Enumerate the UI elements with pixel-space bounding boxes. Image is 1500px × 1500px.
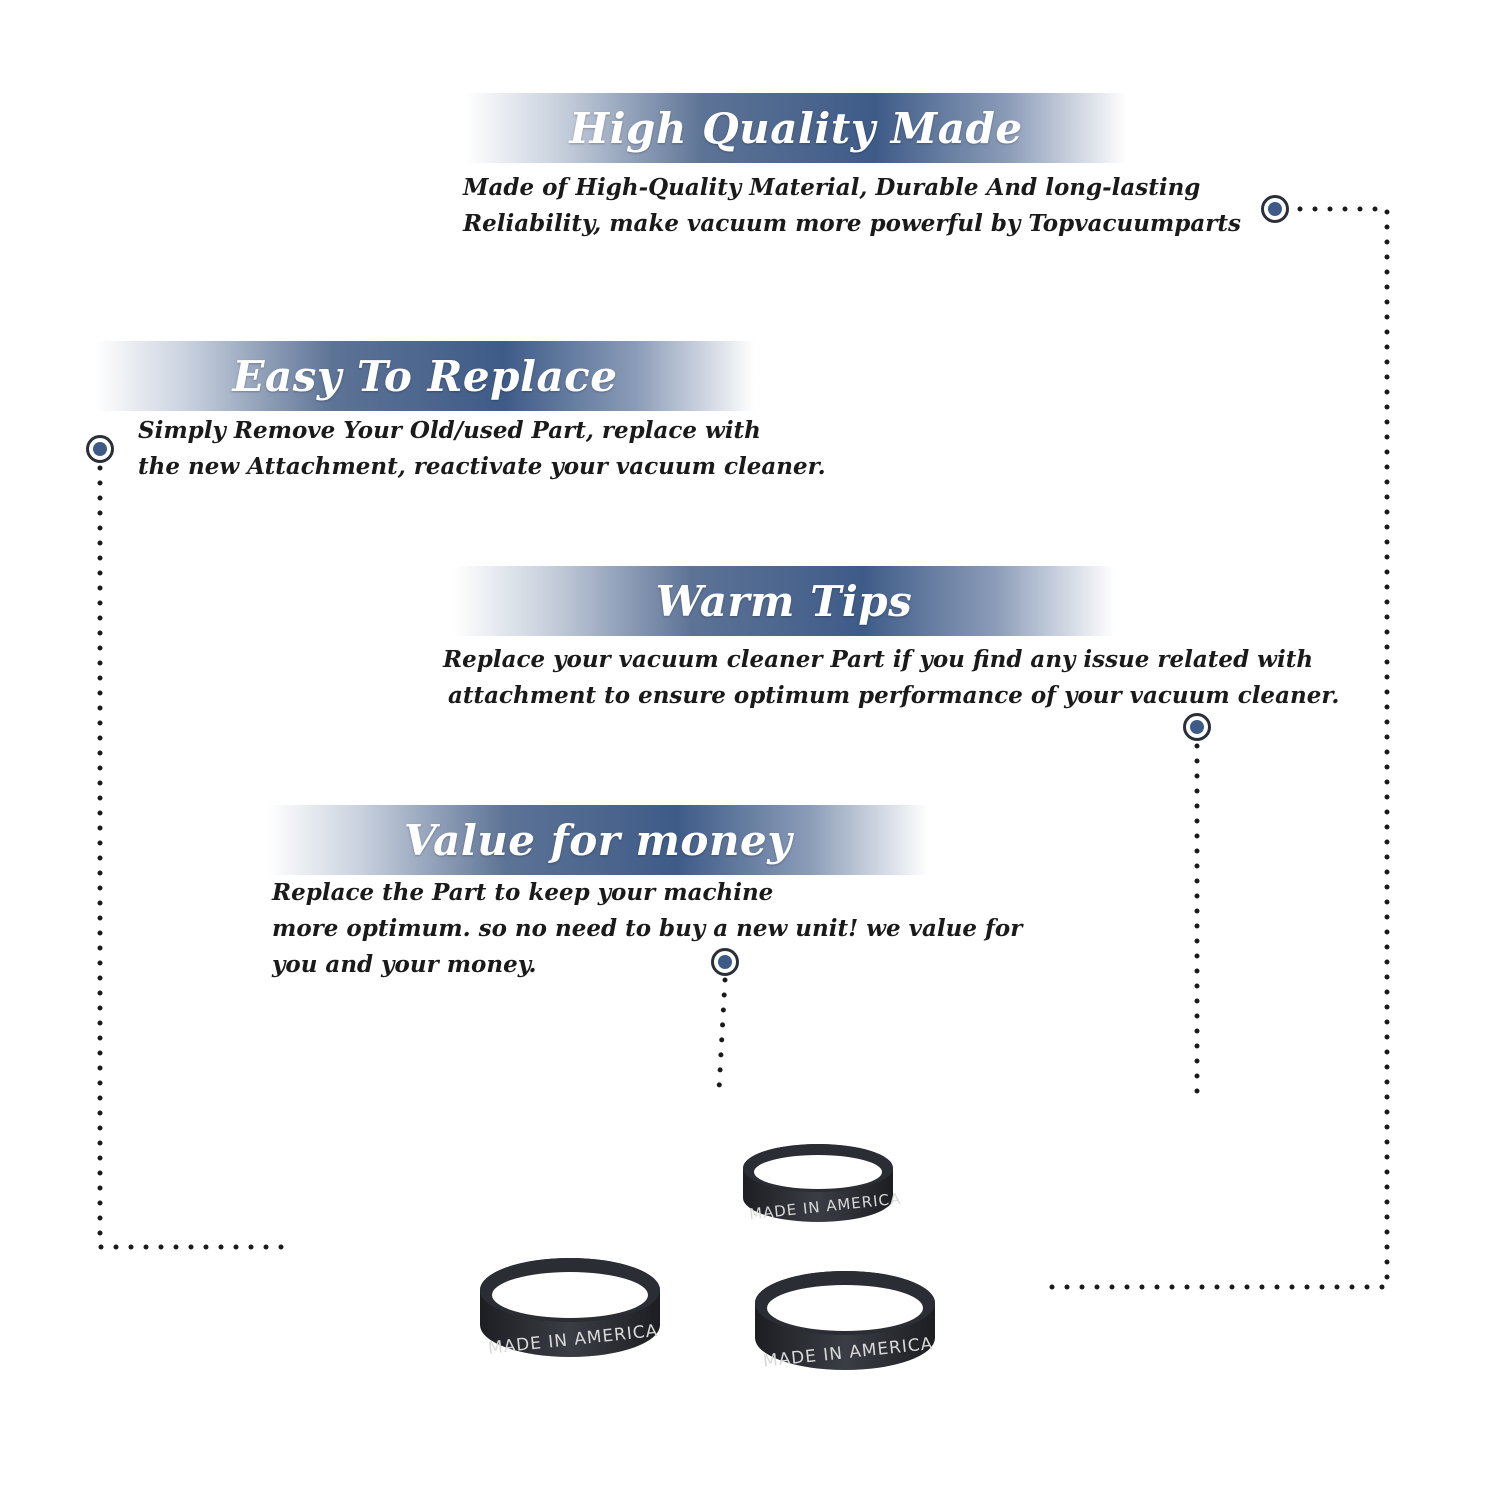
description-line: Made of High-Quality Material, Durable A… [463,174,1201,201]
marker-dot-icon [1261,195,1289,223]
connector-high-quality [1034,206,1390,1290]
description-line: more optimum. so no need to buy a new un… [272,915,1023,942]
marker-dot-icon [1183,713,1211,741]
banner-warm-tips: Warm Tips [454,566,1114,636]
feature-description: Made of High-Quality Material, Durable A… [463,170,1241,242]
belt-left: MADE IN AMERICA [480,1258,660,1359]
belt-top: MADE IN AMERICA [743,1144,902,1223]
marker-dot-icon [86,435,114,463]
description-line: Replace your vacuum cleaner Part if you … [443,646,1314,673]
description-line: you and your money. [272,951,537,978]
feature-title: High Quality Made [569,103,1023,153]
description-line: Replace the Part to keep your machine [272,879,774,906]
feature-description: Replace the Part to keep your machine mo… [272,875,1022,983]
belt-right: MADE IN AMERICA [755,1271,935,1372]
connector-value [716,977,728,1093]
feature-title: Value for money [403,815,793,865]
description-line: the new Attachment, reactivate your vacu… [138,453,826,480]
description-line: Simply Remove Your Old/used Part, replac… [138,417,761,444]
marker-dot-icon [711,948,739,976]
banner-value: Value for money [268,805,928,875]
feature-title: Easy To Replace [232,351,618,401]
banner-easy-replace: Easy To Replace [95,341,755,411]
feature-title: Warm Tips [655,576,913,626]
connector-easy-replace [97,465,299,1250]
banner-high-quality: High Quality Made [465,93,1127,163]
feature-description: Simply Remove Your Old/used Part, replac… [138,413,826,485]
description-line: attachment to ensure optimum performance… [448,682,1340,709]
description-line: Reliability, make vacuum more powerful b… [463,210,1241,237]
feature-description: Replace your vacuum cleaner Part if you … [443,642,1339,714]
